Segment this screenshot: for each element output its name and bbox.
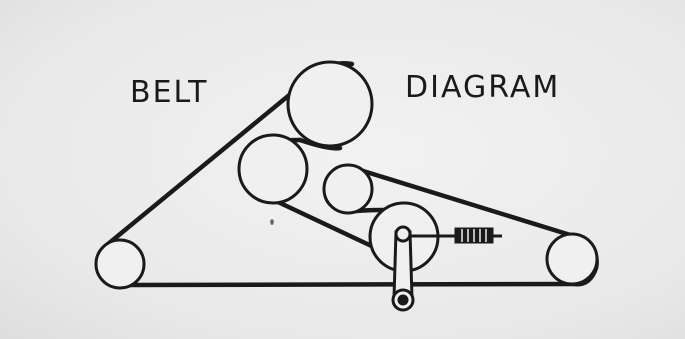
left-pulley bbox=[94, 238, 146, 290]
tensioner-pivot bbox=[394, 225, 412, 243]
top-pulley bbox=[286, 60, 374, 148]
belt-segment-upper-right bbox=[357, 167, 583, 241]
right-pulley bbox=[545, 232, 599, 286]
belt-segment-bottom bbox=[117, 281, 577, 288]
tensioner-assembly bbox=[391, 225, 502, 312]
small-idler-pulley bbox=[322, 163, 374, 215]
smudge-mark bbox=[270, 219, 274, 225]
tensioner-base-hole bbox=[397, 294, 409, 306]
title-diagram: DIAGRAM bbox=[405, 70, 560, 105]
title-belt: BELT bbox=[130, 75, 208, 110]
upper-left-pulley bbox=[237, 133, 309, 205]
belt-segment-left-rise bbox=[105, 75, 313, 247]
belt-segment-to-tensioner bbox=[275, 199, 383, 253]
